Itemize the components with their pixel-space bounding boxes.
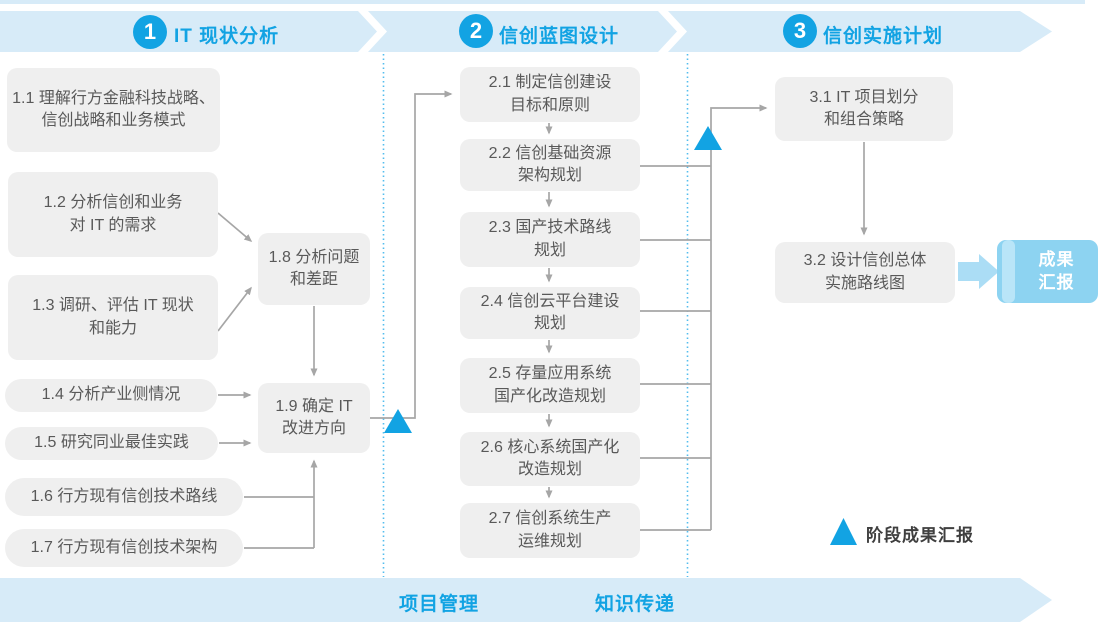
task-box-1-4: 1.4 分析产业侧情况: [5, 379, 217, 412]
top-edge-strip: [0, 0, 1085, 4]
task-box-line: 1.8 分析问题: [268, 248, 360, 266]
task-box-line: 1.9 确定 IT: [275, 397, 353, 415]
bottom-banner-band: [0, 578, 1052, 622]
legend-label: 阶段成果汇报: [866, 526, 974, 545]
task-box-line: 2.2 信创基础资源: [488, 144, 612, 162]
task-box-1-1: 1.1 理解行方金融科技战略、 信创战略和业务模式: [7, 68, 220, 152]
task-box-2-7: 2.7 信创系统生产 运维规划: [460, 503, 640, 558]
task-box-line: 架构规划: [517, 167, 582, 184]
milestone-triangle-phase1-icon: [384, 409, 412, 433]
task-box-2-3: 2.3 国产技术路线 规划: [460, 212, 640, 267]
task-box-line: 和组合策略: [823, 111, 904, 128]
task-box-line: 2.3 国产技术路线: [488, 219, 612, 237]
task-box-2-4: 2.4 信创云平台建设 规划: [460, 287, 640, 339]
task-box-line: 1.7 行方现有信创技术架构: [30, 538, 218, 556]
task-box-1-9: 1.9 确定 IT 改进方向: [258, 383, 370, 453]
legend-triangle-icon: [830, 518, 857, 545]
phase-1-number-badge: 1: [133, 15, 167, 49]
task-box-line: 1.2 分析信创和业务: [43, 194, 183, 212]
phase-2-number: 2: [469, 18, 483, 43]
task-box-1-5: 1.5 研究同业最佳实践: [5, 427, 218, 460]
phase-1-banner-band: [0, 11, 377, 52]
deliverable-box-stripe: [1002, 240, 1015, 303]
phase-1-number: 1: [143, 19, 157, 44]
task-box-line: 目标和原则: [509, 96, 590, 114]
task-box-line: 2.5 存量应用系统: [488, 365, 612, 383]
task-box-1-2: 1.2 分析信创和业务 对 IT 的需求: [8, 172, 218, 257]
task-box-3-2: 3.2 设计信创总体 实施路线图: [775, 242, 955, 303]
milestone-triangle-phase2-icon: [694, 126, 722, 150]
task-box-1-7: 1.7 行方现有信创技术架构: [5, 529, 243, 567]
task-box-line: 运维规划: [517, 532, 582, 550]
task-box-line: 1.1 理解行方金融科技战略、: [12, 89, 215, 107]
task-box-line: 1.3 调研、评估 IT 现状: [32, 297, 194, 315]
task-box-line: 2.7 信创系统生产: [488, 510, 612, 528]
task-box-line: 改进方向: [281, 420, 346, 437]
task-box-line: 规划: [533, 241, 566, 259]
task-box-line: 和差距: [289, 271, 338, 288]
deliverable-line: 成果: [1038, 249, 1075, 269]
bottom-banner-label-project-management: 项目管理: [399, 594, 480, 615]
deliverable-line: 汇报: [1038, 272, 1075, 292]
phase-3-title: 信创实施计划: [823, 26, 944, 47]
task-box-2-5: 2.5 存量应用系统 国产化改造规划: [460, 358, 640, 413]
task-box-line: 规划: [533, 315, 566, 332]
task-box-line: 和能力: [88, 319, 137, 337]
task-box-line: 实施路线图: [824, 274, 905, 292]
task-box-line: 3.1 IT 项目划分: [809, 88, 919, 106]
connector-1-3-to-1-8: [217, 286, 252, 332]
task-box-line: 1.6 行方现有信创技术路线: [30, 487, 218, 505]
task-box-line: 2.6 核心系统国产化: [480, 438, 620, 456]
task-box-2-1: 2.1 制定信创建设 目标和原则: [460, 67, 640, 122]
bottom-banner-label-knowledge-transfer: 知识传递: [595, 594, 676, 615]
phase-3-banner-band: [668, 11, 1052, 52]
task-box-line: 2.1 制定信创建设: [488, 74, 612, 92]
block-arrow-to-result: [958, 254, 999, 289]
phase-3-number-badge: 3: [783, 14, 817, 48]
task-box-line: 改造规划: [517, 461, 582, 478]
task-box-1-6: 1.6 行方现有信创技术路线: [5, 478, 243, 516]
task-box-1-8: 1.8 分析问题 和差距: [258, 233, 370, 305]
phase-1-title: IT 现状分析: [174, 26, 280, 47]
task-box-line: 1.4 分析产业侧情况: [41, 386, 181, 404]
task-box-1-3: 1.3 调研、评估 IT 现状 和能力: [8, 275, 218, 360]
task-box-2-2: 2.2 信创基础资源 架构规划: [460, 139, 640, 191]
collector-to-3-1: [710, 104, 768, 530]
task-box-line: 国产化改造规划: [493, 387, 606, 405]
connector-1-2-to-1-8: [217, 212, 253, 242]
task-box-line: 对 IT 的需求: [69, 216, 157, 234]
task-box-2-6: 2.6 核心系统国产化 改造规划: [460, 432, 640, 486]
phase-2-title: 信创蓝图设计: [499, 26, 620, 47]
phase-2-banner-band: [368, 11, 677, 52]
connector-1-9-to-2-1: [370, 90, 453, 419]
task-box-line: 1.5 研究同业最佳实践: [34, 434, 189, 452]
phase-3-number: 3: [793, 18, 807, 43]
task-box-line: 2.4 信创云平台建设: [480, 292, 620, 310]
deliverable-box-text: 成果 汇报: [1015, 240, 1098, 303]
task-box-line: 信创战略和业务模式: [41, 112, 186, 129]
phase-2-number-badge: 2: [459, 14, 493, 48]
deliverable-report-box: 成果 汇报: [997, 240, 1098, 303]
task-box-line: 3.2 设计信创总体: [803, 252, 927, 270]
task-box-3-1: 3.1 IT 项目划分 和组合策略: [775, 77, 953, 141]
